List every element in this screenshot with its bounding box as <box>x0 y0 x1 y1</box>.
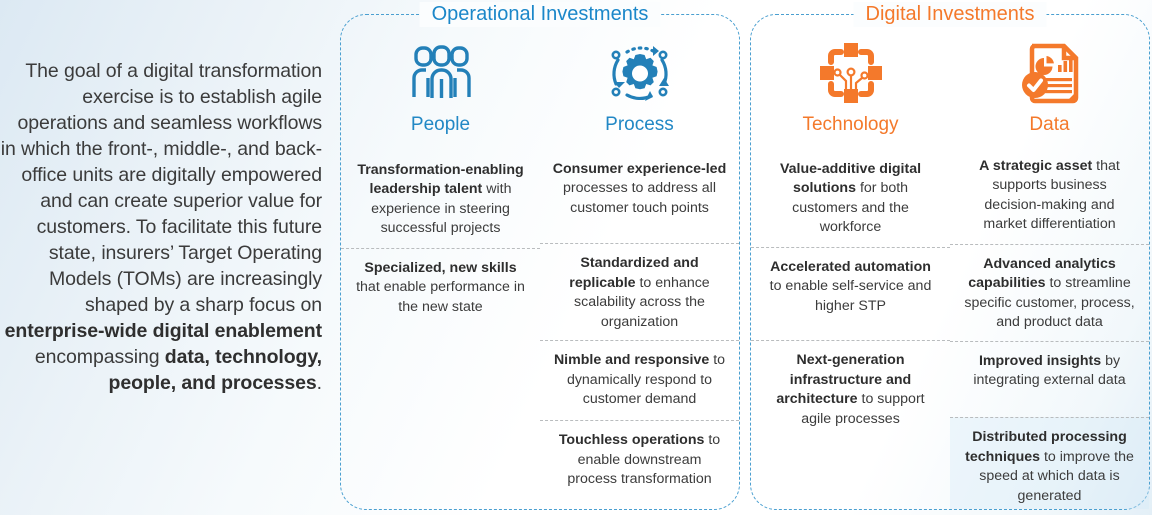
cell-process-1: Consumer experience-led processes to add… <box>552 160 727 216</box>
column-header-technology: Technology <box>751 31 950 150</box>
column-label-process: Process <box>605 114 674 135</box>
cell-technology-4 <box>751 420 950 509</box>
process-gear-icon <box>605 37 675 109</box>
intro-paragraph: The goal of a digital transformation exe… <box>0 60 322 394</box>
cell-process-3: Nimble and responsive to dynamically res… <box>540 340 739 420</box>
cell-data-3: Improved insights by integrating externa… <box>950 340 1149 417</box>
data-report-icon <box>1018 37 1082 109</box>
cell-process-2: Standardized and replicable to enhance s… <box>540 243 739 340</box>
cell-technology-2: Accelerated automation to enable self-se… <box>751 246 950 341</box>
cell-process-4: Touchless operations to enable downstrea… <box>540 420 739 509</box>
panel-columns: People Transformation-enabling leadershi… <box>341 15 739 509</box>
technology-chip-icon <box>817 37 885 109</box>
column-data: Data A strategic asset that supports bus… <box>950 31 1149 509</box>
cell-people-1: Transformation-enabling leadership talen… <box>357 161 524 237</box>
column-header-data: Data <box>950 31 1149 147</box>
column-label-data: Data <box>1029 114 1070 135</box>
cell-technology-3: Next-generation infrastructure and archi… <box>751 340 950 427</box>
column-people: People Transformation-enabling leadershi… <box>341 31 540 509</box>
cell-data-4: Distributed processing techniques to imp… <box>950 417 1149 509</box>
column-label-people: People <box>410 114 471 135</box>
column-process: Process Consumer experience-led processe… <box>540 31 739 509</box>
column-header-people: People <box>341 31 540 151</box>
column-label-technology: Technology <box>802 114 899 135</box>
panel-columns: Technology Value-additive digital soluti… <box>751 15 1149 509</box>
panel-title-digital: Digital Investments <box>853 2 1047 27</box>
cell-data-1: A strategic asset that supports business… <box>979 157 1120 233</box>
cell-data-2: Advanced analytics capabilities to strea… <box>950 243 1149 341</box>
panel-digital-investments: Digital Investments <box>750 2 1150 510</box>
column-technology: Technology Value-additive digital soluti… <box>751 31 950 509</box>
cell-people-2: Specialized, new skills that enable perf… <box>341 247 540 342</box>
cell-technology-1: Value-additive digital solutions for bot… <box>779 160 922 236</box>
cell-people-4 <box>341 420 540 509</box>
cell-people-3 <box>341 342 540 420</box>
column-header-process: Process <box>540 31 739 150</box>
people-icon <box>408 37 474 109</box>
panel-operational-investments: Operational Investments <box>340 2 740 510</box>
panel-title-operational: Operational Investments <box>419 2 661 27</box>
